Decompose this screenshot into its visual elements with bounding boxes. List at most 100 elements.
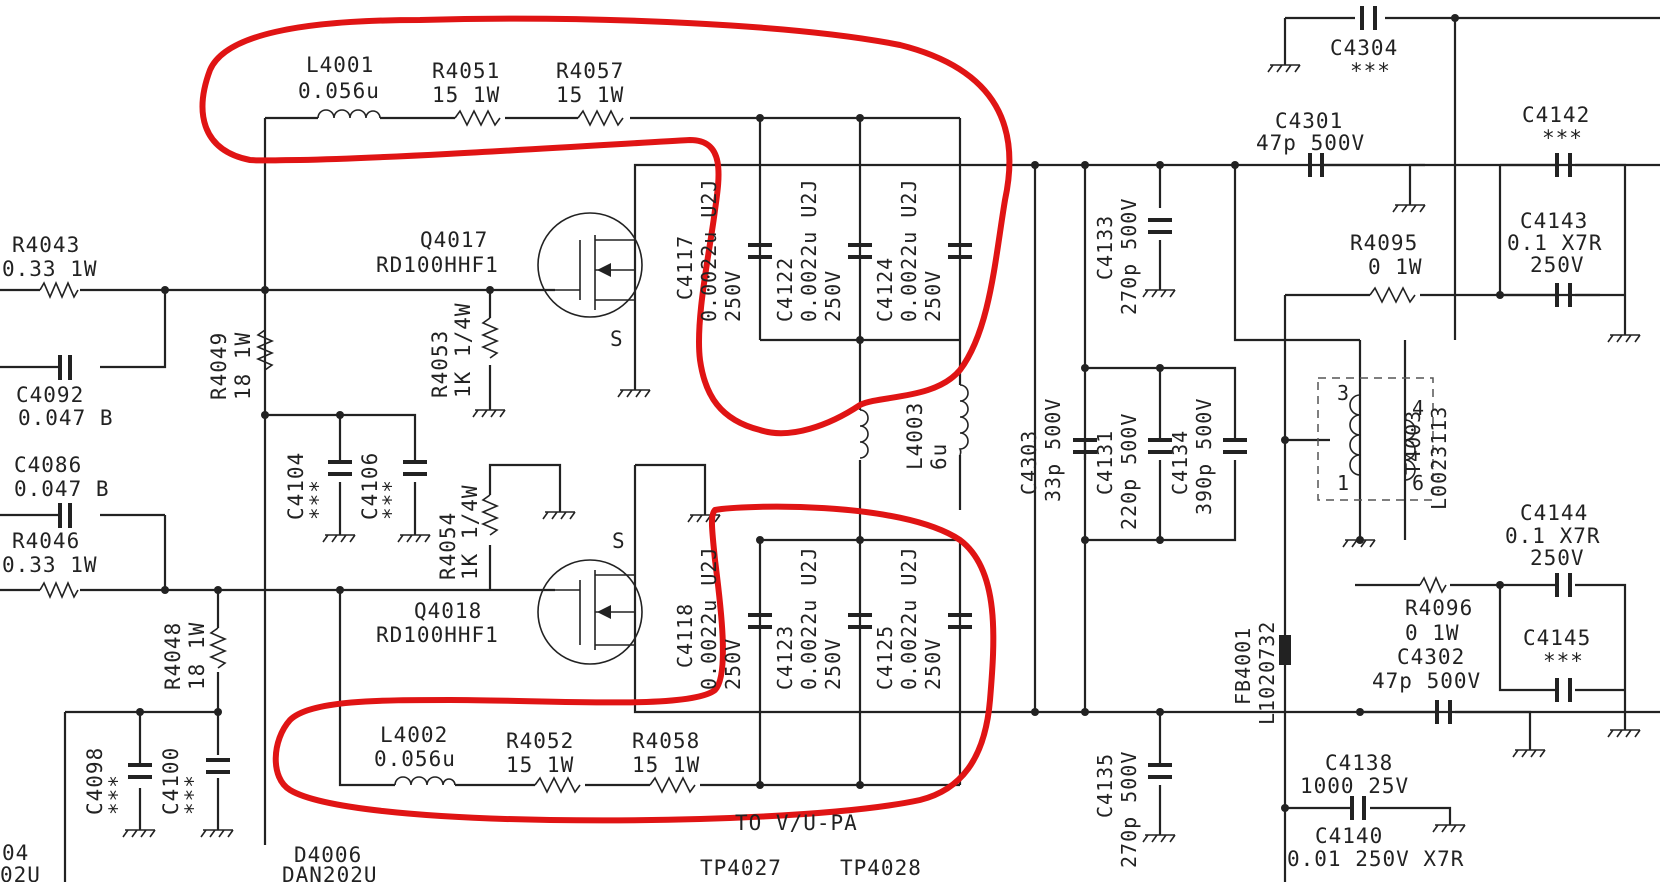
value-r4058: 15 1W (632, 753, 700, 777)
c4302-symbol (1435, 700, 1452, 724)
label-c4133: C4133 (1093, 215, 1117, 280)
label-c4135: C4135 (1093, 753, 1117, 818)
value-r4096: 0 1W (1405, 621, 1460, 645)
label-r4052: R4052 (506, 729, 574, 753)
c4098-symbol (128, 763, 152, 779)
c4123-symbol (848, 613, 872, 629)
rating-c4143: 250V (1530, 253, 1585, 277)
rating-c4122: 250V (821, 270, 845, 322)
value-c4124: 0.0022u U2J (897, 179, 921, 322)
value-r4048: 18 1W (185, 622, 209, 690)
annotation-loop-top (199, 15, 1013, 437)
label-c4143: C4143 (1520, 209, 1588, 233)
label-c4134: C4134 (1168, 430, 1192, 495)
label-r4046: R4046 (12, 529, 80, 553)
fb4001-symbol (1279, 635, 1291, 665)
label-d4006: D4006 (294, 843, 362, 867)
label-c4122: C4122 (773, 257, 797, 322)
label-l4002: L4002 (380, 723, 448, 747)
component-labels: L4001 0.056u R4051 15 1W R4057 15 1W R40… (0, 36, 1602, 882)
value-c4134: 390p 500V (1192, 398, 1216, 515)
label-c4303: C4303 (1017, 430, 1041, 495)
label-r4057: R4057 (556, 59, 624, 83)
value-c4098: *** (105, 774, 129, 815)
value-c4138: 1000 25V (1300, 774, 1409, 798)
label-c4100: C4100 (159, 747, 183, 815)
label-c4092: C4092 (16, 383, 84, 407)
value-r4049: 18 1W (231, 332, 255, 400)
value-r4043: 0.33 1W (2, 257, 98, 281)
l4001-symbol (317, 109, 381, 119)
value-t4003: L0023113 (1427, 406, 1451, 510)
c4138-symbol (1350, 796, 1366, 820)
r4096-symbol (1419, 575, 1447, 595)
q4017-symbol (537, 175, 643, 390)
r4057-symbol (577, 109, 624, 127)
value-c4122: 0.0022u U2J (797, 179, 821, 322)
label-c4104: C4104 (284, 452, 308, 520)
c4304-symbol (1360, 6, 1377, 30)
value-c4125: 0.0022u U2J (897, 547, 921, 690)
q4018-symbol (537, 545, 643, 665)
label-c4124: C4124 (873, 257, 897, 322)
value-c4145: *** (1543, 649, 1584, 673)
value-c4140: 0.01 250V X7R (1287, 847, 1464, 871)
label-tp4027: TP4027 (700, 856, 782, 880)
value-c4117: 0.0022u U2J (697, 179, 721, 322)
c4131-symbol (1148, 438, 1172, 454)
c4133-symbol (1148, 218, 1172, 234)
rating-c4123: 250V (821, 638, 845, 690)
label-c4098: C4098 (83, 747, 107, 815)
pin-s-q4017: S (610, 327, 624, 351)
c4092-symbol (58, 355, 72, 380)
value-c4135: 270p 500V (1117, 751, 1141, 868)
c4100-symbol (206, 758, 230, 774)
c4122-symbol (848, 243, 872, 259)
value-r4057: 15 1W (556, 83, 624, 107)
r4051-symbol (454, 109, 501, 127)
label-c4118: C4118 (673, 603, 697, 668)
partial-label-02u: 02U (0, 863, 41, 882)
value-c4301: 47p 500V (1256, 131, 1365, 155)
r4095-symbol (1369, 286, 1416, 304)
c4303-symbol (1073, 438, 1097, 454)
label-r4048: R4048 (161, 622, 185, 690)
r4049-symbol (255, 329, 275, 371)
t4003-primary (1349, 394, 1361, 476)
t4003-pin-3: 3 (1337, 381, 1350, 405)
rating-c4124: 250V (921, 270, 945, 322)
value-c4131: 220p 500V (1117, 413, 1141, 530)
value-c4142: *** (1542, 126, 1583, 150)
c4135-symbol (1148, 763, 1172, 779)
r4052-symbol (534, 776, 581, 794)
l4003-right-coil (958, 384, 969, 456)
rating-c4117: 250V (721, 270, 745, 322)
c4124-symbol (948, 243, 972, 259)
t4003-pin-6: 6 (1412, 471, 1425, 495)
c4117-symbol (748, 243, 772, 259)
label-r4053: R4053 (428, 330, 452, 398)
label-c4086: C4086 (14, 453, 82, 477)
label-q4017: Q4017 (420, 228, 488, 252)
label-c4140: C4140 (1315, 824, 1383, 848)
value-r4053: 1K 1/4W (451, 302, 475, 398)
c4104-symbol (328, 460, 352, 476)
c4142-symbol (1555, 153, 1572, 177)
value-l4002: 0.056u (374, 747, 456, 771)
label-c4117: C4117 (673, 235, 697, 300)
label-l4001: L4001 (306, 53, 374, 77)
c4143-symbol (1555, 283, 1572, 307)
r4048-symbol (208, 627, 228, 669)
c4134-symbol (1223, 438, 1247, 454)
wires (0, 16, 1660, 882)
label-c4302: C4302 (1397, 645, 1465, 669)
r4043-symbol (39, 280, 79, 300)
label-c4301: C4301 (1275, 109, 1343, 133)
pin-s-q4018: S (612, 529, 626, 553)
t4003-secondary (1404, 419, 1416, 481)
c4086-symbol (58, 503, 72, 528)
to-vu-pa-label: TO V/U-PA (735, 811, 858, 835)
label-r4095: R4095 (1350, 231, 1418, 255)
label-c4138: C4138 (1325, 751, 1393, 775)
